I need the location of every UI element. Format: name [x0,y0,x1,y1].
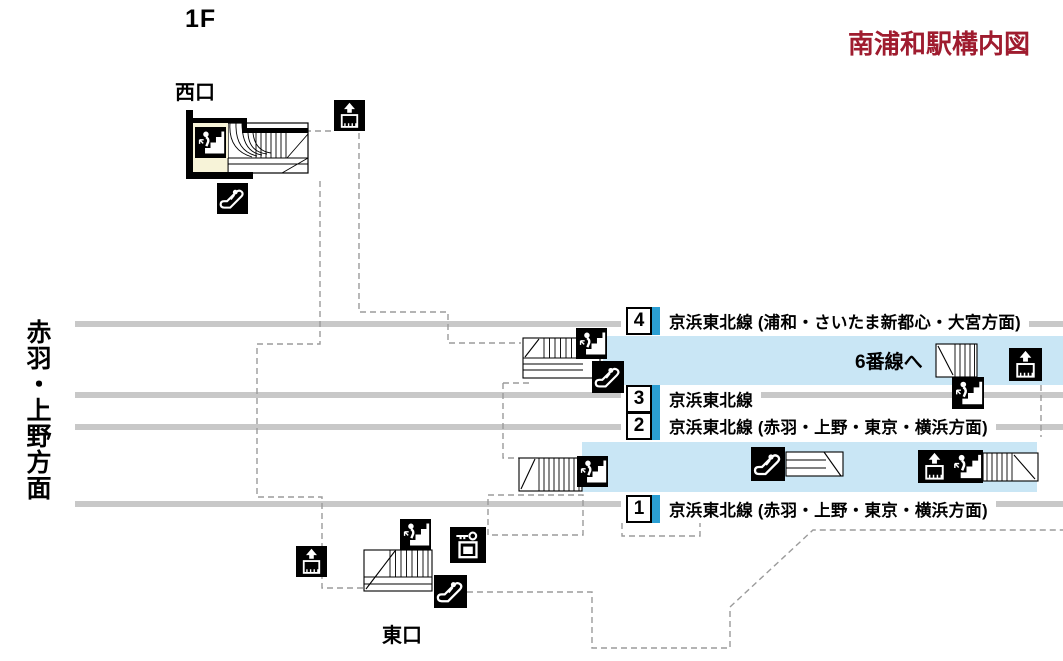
escalator-icon [217,183,248,214]
stairs-icon [400,519,431,550]
elevator-icon [296,546,327,577]
west-exit-stairs-structure [186,110,309,179]
elevator-icon [1009,348,1042,381]
lower-platform-stairs-structure [518,457,583,492]
track6-stairs-structure [935,343,978,378]
floor-label: 1F [185,5,217,33]
platform-row-2: 2 京浜東北線 (赤羽・上野・東京・横浜方面) [621,412,996,440]
platform-band-upper [603,336,1063,385]
track-line-label: 京浜東北線 (赤羽・上野・東京・横浜方面) [669,502,988,520]
elevator-icon [918,450,951,483]
track-line-label: 京浜東北線 [669,392,753,410]
east-exit-label: 東口 [382,625,422,647]
west-exit-label: 西口 [175,82,215,104]
track-number-badge: 4 [626,307,652,335]
escalator-icon [592,361,624,393]
platform-row-1: 1 京浜東北線 (赤羽・上野・東京・横浜方面) [621,495,996,523]
lower-platform-escalator-ramp [785,451,844,477]
escalator-icon [751,447,785,481]
stairs-icon [950,450,983,483]
stairs-icon [576,328,607,359]
lower-platform-east-stairs-structure [982,452,1039,482]
direction-sign-akabane-ueno: 赤羽・上野方面 [23,319,51,501]
concourse-outline [256,130,1063,649]
rail-tracks [75,321,1063,507]
track-number-bar [652,385,660,413]
track-number-bar [652,495,660,523]
track-number-bar [652,307,660,335]
track-number-badge: 2 [626,412,652,440]
platform-row-3: 3 京浜東北線 [621,385,761,413]
track-number-badge: 1 [626,495,652,523]
to-track6-label: 6番線へ [855,352,923,373]
stairs-icon [577,456,608,487]
coin-locker-icon [450,527,486,563]
stairs-icon [952,377,984,409]
track-number-bar [652,412,660,440]
track-number-badge: 3 [626,385,652,413]
page-title: 南浦和駅構内図 [848,29,1031,59]
stairs-icon [195,127,226,158]
east-exit-stairs-structure [363,549,433,592]
escalator-icon [434,575,467,608]
track-line-label: 京浜東北線 (赤羽・上野・東京・横浜方面) [669,419,988,437]
platform-row-4: 4 京浜東北線 (浦和・さいたま新都心・大宮方面) [621,307,1029,335]
track-line-label: 京浜東北線 (浦和・さいたま新都心・大宮方面) [669,314,1021,332]
elevator-icon [334,100,365,131]
